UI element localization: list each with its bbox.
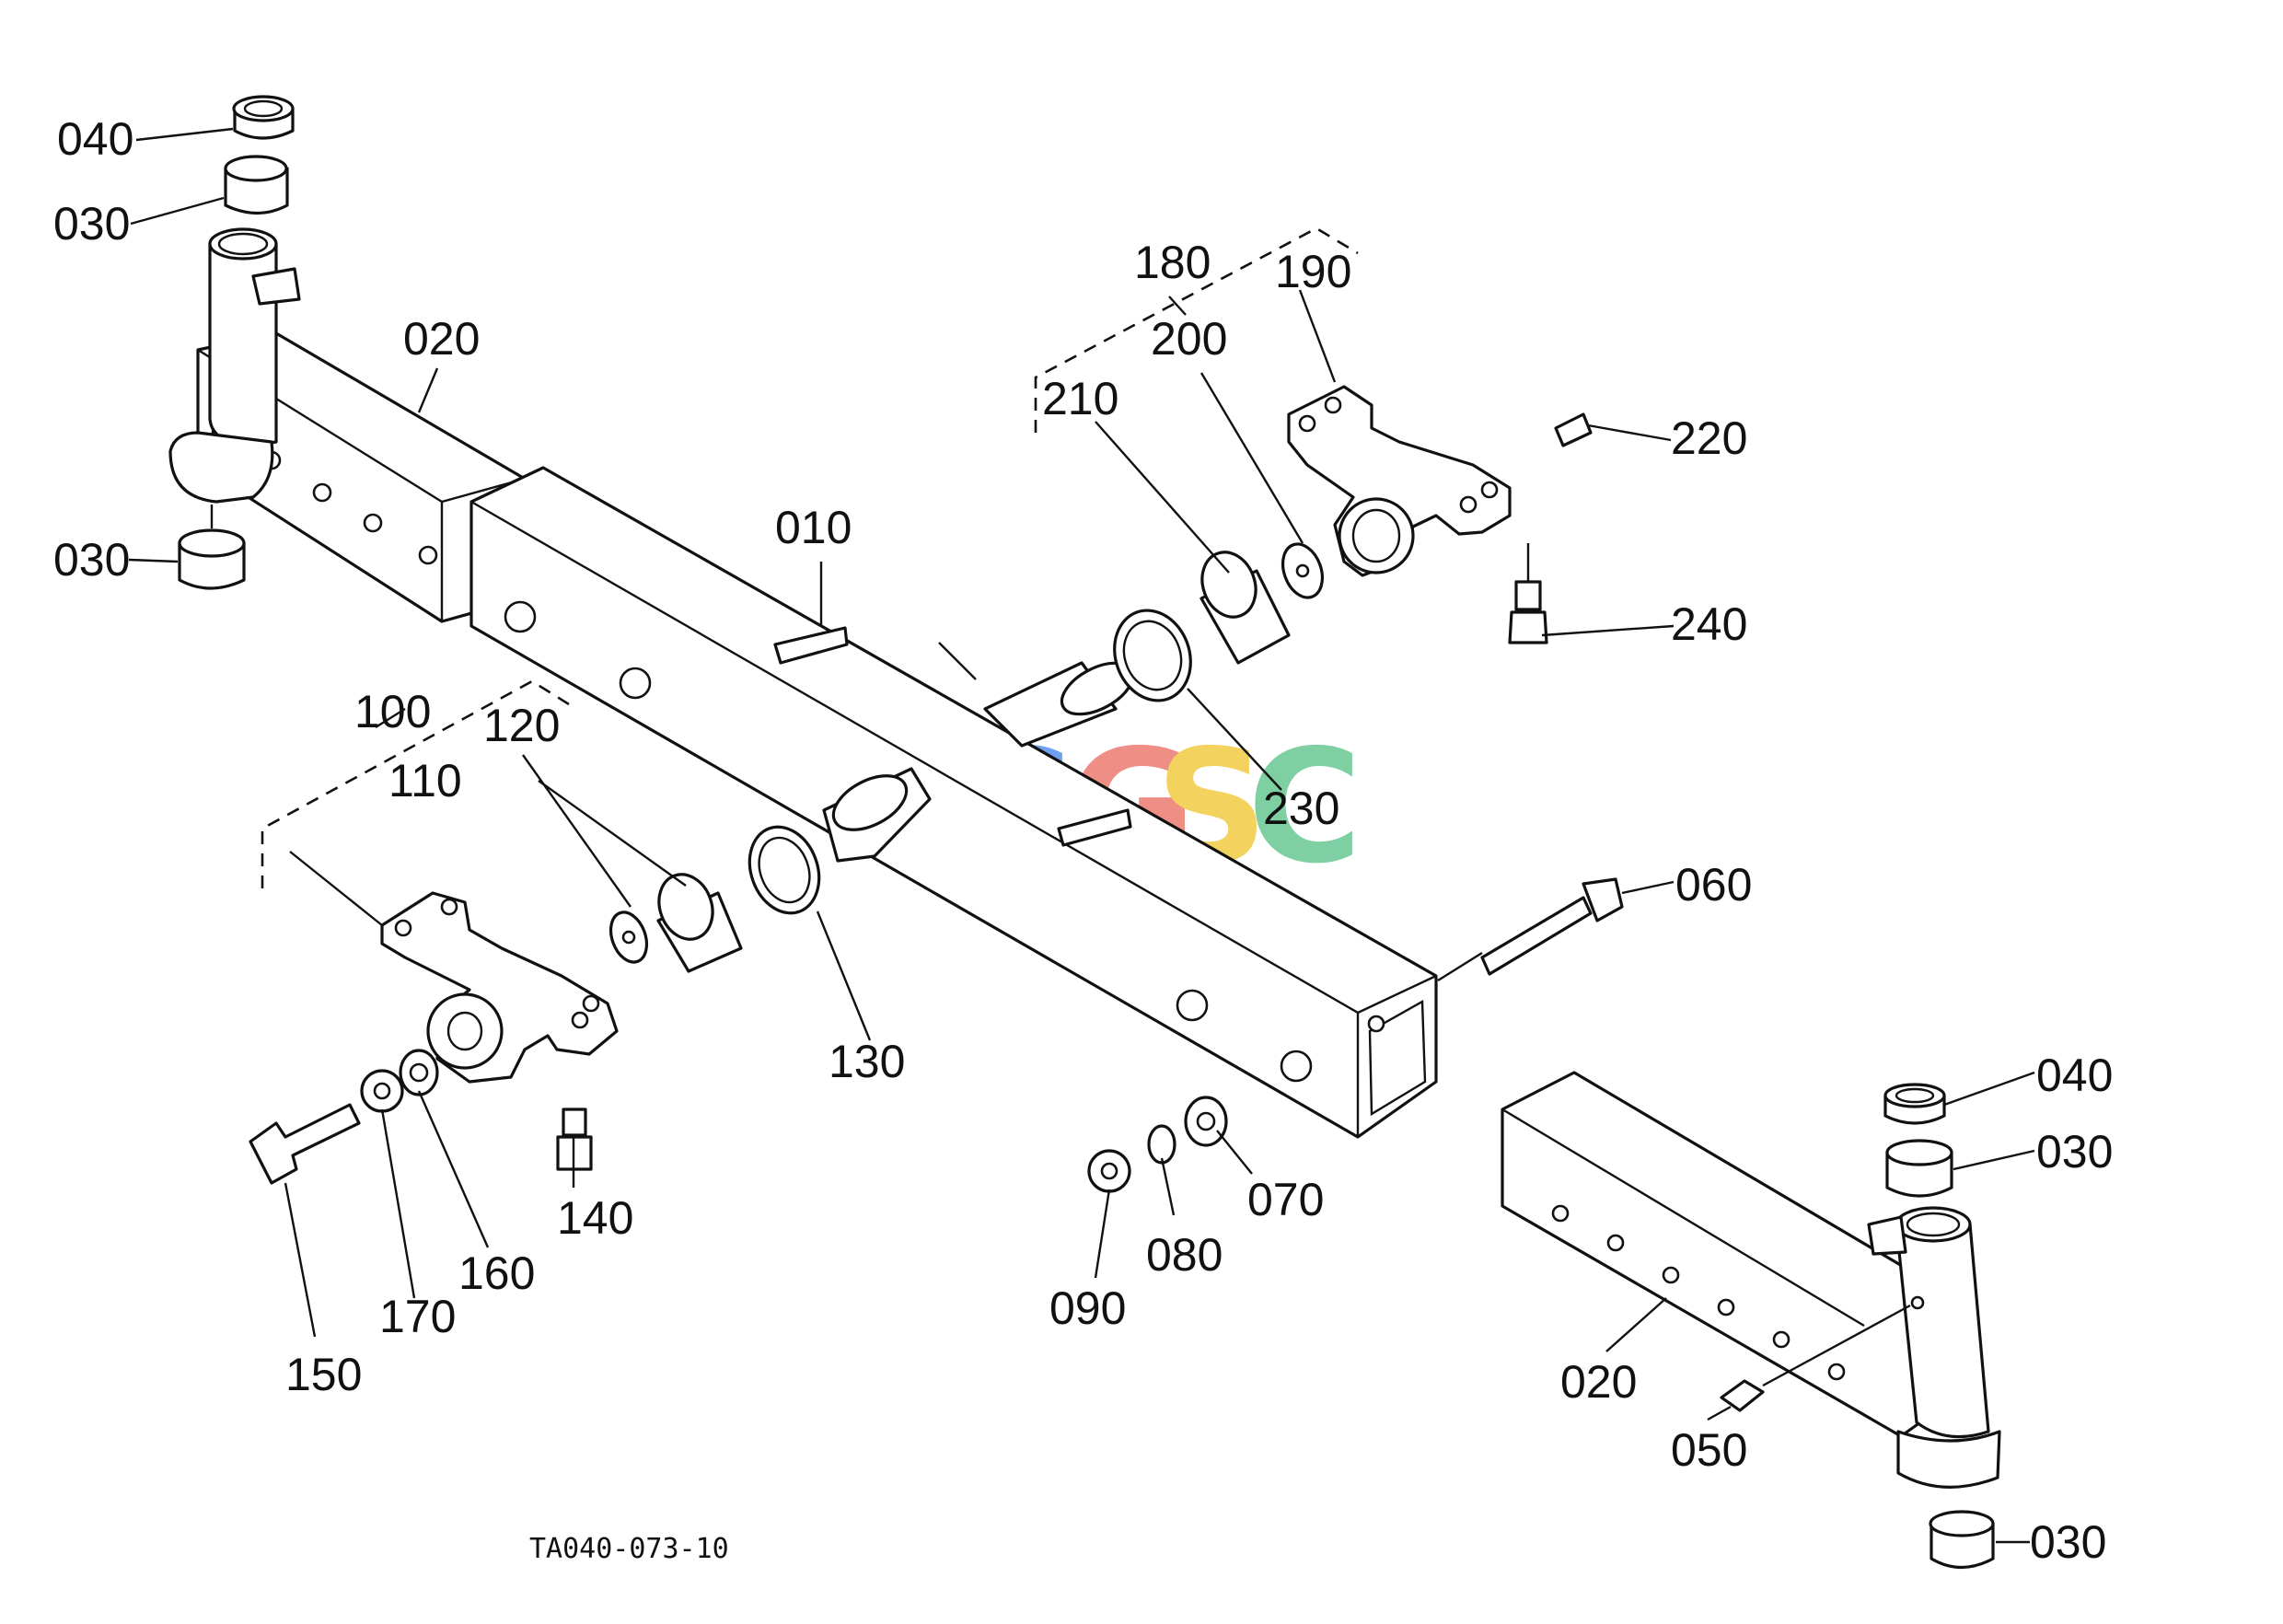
rear-washer (1281, 542, 1325, 599)
left-lower-bushing (178, 505, 246, 590)
label-030: 030 (2030, 1516, 2106, 1568)
label-090: 090 (1049, 1282, 1126, 1334)
watermark-letter: C (1247, 716, 1362, 899)
label-030: 030 (53, 534, 130, 586)
front-bushing (656, 873, 743, 973)
label-030: 030 (2036, 1126, 2113, 1177)
washer-070 (1184, 1096, 1228, 1147)
label-240: 240 (1671, 598, 1747, 650)
front-washer (608, 911, 649, 964)
label-180: 180 (1134, 237, 1211, 288)
label-110: 110 (388, 755, 462, 806)
front-bolt-150 (249, 1103, 361, 1185)
label-100: 100 (354, 686, 431, 737)
front-washer-160 (399, 1049, 439, 1096)
label-040: 040 (2036, 1050, 2113, 1101)
callout-labels: 040 030 020 030 010 180 190 200 210 220 … (53, 113, 2113, 1568)
label-010: 010 (775, 502, 852, 553)
rear-bushing (1199, 551, 1291, 665)
left-upper-bushing (224, 155, 289, 215)
label-150: 150 (285, 1349, 362, 1400)
front-nut-170 (360, 1069, 404, 1113)
label-190: 190 (1275, 246, 1351, 297)
label-140: 140 (557, 1192, 633, 1244)
front-bushing-large (747, 825, 821, 915)
label-020: 020 (1560, 1356, 1637, 1408)
left-seal (232, 95, 295, 140)
beam-bolt-060 (1480, 877, 1624, 976)
grease-nipple (1720, 1304, 1911, 1412)
label-050: 050 (1671, 1424, 1747, 1476)
rear-bolt-220 (1554, 412, 1593, 447)
drawing-code: TA040-073-10 (529, 1533, 729, 1565)
label-060: 060 (1675, 859, 1752, 911)
rear-bushing-large (1113, 609, 1192, 702)
leader-lines (128, 127, 2035, 1544)
group-100-outline (261, 679, 570, 888)
label-040: 040 (57, 113, 133, 165)
rear-bolt-240 (1508, 543, 1548, 644)
washer-080 (1147, 1124, 1176, 1165)
group-180-outline (1034, 226, 1359, 433)
label-160: 160 (458, 1247, 535, 1299)
label-020: 020 (403, 313, 480, 365)
label-210: 210 (1042, 373, 1118, 424)
label-200: 200 (1151, 313, 1227, 365)
label-220: 220 (1671, 412, 1747, 464)
right-seal (1883, 1083, 1946, 1125)
label-230: 230 (1263, 783, 1339, 834)
right-lower-bushing (1929, 1510, 1995, 1569)
label-080: 080 (1146, 1229, 1223, 1281)
main-axle-beam (469, 466, 1438, 1139)
label-070: 070 (1247, 1174, 1324, 1225)
label-130: 130 (829, 1036, 905, 1087)
right-axle-extension (1501, 1071, 2001, 1489)
rear-bracket-assembly (1287, 385, 1512, 577)
label-120: 120 (483, 700, 560, 751)
front-bracket-assembly (380, 891, 619, 1084)
label-170: 170 (379, 1291, 456, 1342)
right-upper-bushing (1885, 1139, 1953, 1198)
nut-090 (1087, 1149, 1131, 1193)
label-030: 030 (53, 198, 130, 249)
